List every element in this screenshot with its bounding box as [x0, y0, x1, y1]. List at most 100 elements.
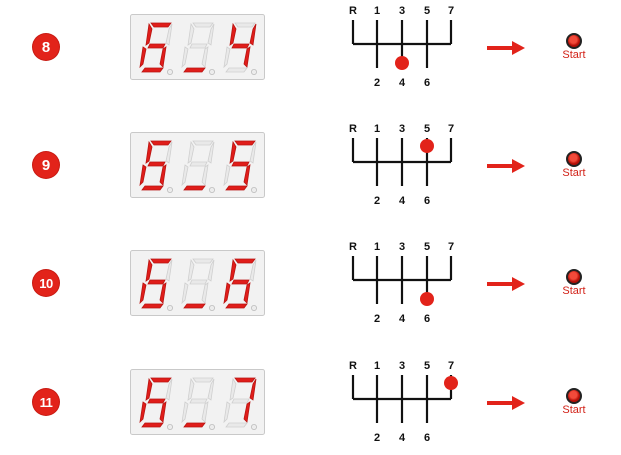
- segment-f-off: [187, 377, 195, 401]
- gate-label-4: 4: [399, 313, 406, 325]
- segment-b-off: [165, 378, 173, 401]
- segment-d-lit: [183, 67, 206, 73]
- segment-c-lit: [243, 401, 251, 423]
- gate-label-4: 4: [399, 432, 406, 444]
- segment-f-lit: [145, 258, 153, 282]
- start-button-label: Start: [562, 285, 586, 297]
- segment-d-off: [225, 67, 248, 73]
- segment-e-off: [181, 46, 189, 69]
- segment-d-off: [225, 422, 248, 428]
- segment-b-off: [207, 141, 215, 164]
- decimal-point: [251, 69, 258, 76]
- segment-f-lit: [145, 377, 153, 401]
- gate-label-r: R: [349, 5, 357, 17]
- gate-label-5: 5: [424, 360, 430, 372]
- segment-a-off: [234, 22, 256, 28]
- segment-g-off: [231, 398, 250, 404]
- segment-g-off: [189, 161, 208, 167]
- start-button-label: Start: [562, 49, 586, 61]
- segment-f-off: [229, 377, 237, 401]
- segment-e-off: [181, 401, 189, 424]
- start-button[interactable]: Start: [558, 151, 590, 185]
- segment-b-off: [165, 141, 173, 164]
- start-button[interactable]: Start: [558, 388, 590, 422]
- decimal-point: [251, 424, 258, 431]
- segment-g-lit: [147, 161, 166, 167]
- segment-c-lit: [243, 282, 251, 304]
- segment-g-off: [189, 43, 208, 49]
- segment-e-off: [223, 46, 231, 69]
- decimal-point: [167, 305, 174, 312]
- segment-b-off: [165, 23, 173, 46]
- segment-d-lit: [225, 185, 248, 191]
- gate-label-7: 7: [448, 5, 454, 17]
- segment-d-lit: [183, 422, 206, 428]
- gate-label-6: 6: [424, 77, 430, 89]
- step-number-badge: 8: [33, 34, 59, 60]
- segment-e-lit: [139, 164, 147, 187]
- gate-label-1: 1: [374, 360, 380, 372]
- gear-position-marker: [444, 376, 458, 390]
- segment-d-lit: [141, 303, 164, 309]
- segment-g-off: [189, 398, 208, 404]
- segment-b-off: [249, 141, 257, 164]
- segment-e-off: [181, 164, 189, 187]
- gate-label-4: 4: [399, 77, 406, 89]
- decimal-point: [251, 187, 258, 194]
- segment-g-lit: [147, 398, 166, 404]
- segment-c-lit: [159, 46, 167, 68]
- segment-f-lit: [145, 140, 153, 164]
- segment-c-lit: [159, 401, 167, 423]
- segment-c-off: [201, 46, 209, 68]
- start-button[interactable]: Start: [558, 269, 590, 303]
- segment-f-lit: [145, 22, 153, 46]
- decimal-point: [167, 69, 174, 76]
- segment-b-off: [207, 259, 215, 282]
- segment-f-lit: [229, 258, 237, 282]
- right-arrow-icon: [487, 158, 527, 174]
- start-button-icon: [566, 269, 582, 285]
- segment-g-lit: [147, 43, 166, 49]
- segment-e-lit: [139, 46, 147, 69]
- segment-b-off: [207, 378, 215, 401]
- gate-label-r: R: [349, 360, 357, 372]
- gate-label-7: 7: [448, 123, 454, 135]
- segment-a-lit: [150, 258, 172, 264]
- gate-label-3: 3: [399, 360, 405, 372]
- decimal-point: [209, 424, 216, 431]
- segment-g-lit: [231, 43, 250, 49]
- segment-g-lit: [231, 161, 250, 167]
- segment-c-lit: [243, 164, 251, 186]
- step-number-badge: 10: [33, 270, 59, 296]
- right-arrow-icon: [487, 276, 527, 292]
- segment-f-off: [187, 22, 195, 46]
- segment-f-lit: [229, 22, 237, 46]
- segment-c-off: [201, 282, 209, 304]
- segment-e-lit: [223, 282, 231, 305]
- segment-a-lit: [150, 140, 172, 146]
- gate-label-7: 7: [448, 241, 454, 253]
- gate-label-2: 2: [374, 432, 380, 444]
- start-button[interactable]: Start: [558, 33, 590, 67]
- segment-g-off: [189, 279, 208, 285]
- gate-label-1: 1: [374, 123, 380, 135]
- segment-d-lit: [141, 422, 164, 428]
- gate-label-5: 5: [424, 5, 430, 17]
- gate-label-1: 1: [374, 241, 380, 253]
- segment-a-lit: [234, 258, 256, 264]
- gate-label-5: 5: [424, 123, 430, 135]
- start-button-icon: [566, 33, 582, 49]
- gate-label-6: 6: [424, 195, 430, 207]
- segment-a-off: [192, 377, 214, 383]
- seven-segment-display: [130, 132, 265, 198]
- segment-c-off: [201, 401, 209, 423]
- decimal-point: [209, 187, 216, 194]
- segment-g-lit: [231, 279, 250, 285]
- segment-d-lit: [183, 303, 206, 309]
- gate-label-3: 3: [399, 241, 405, 253]
